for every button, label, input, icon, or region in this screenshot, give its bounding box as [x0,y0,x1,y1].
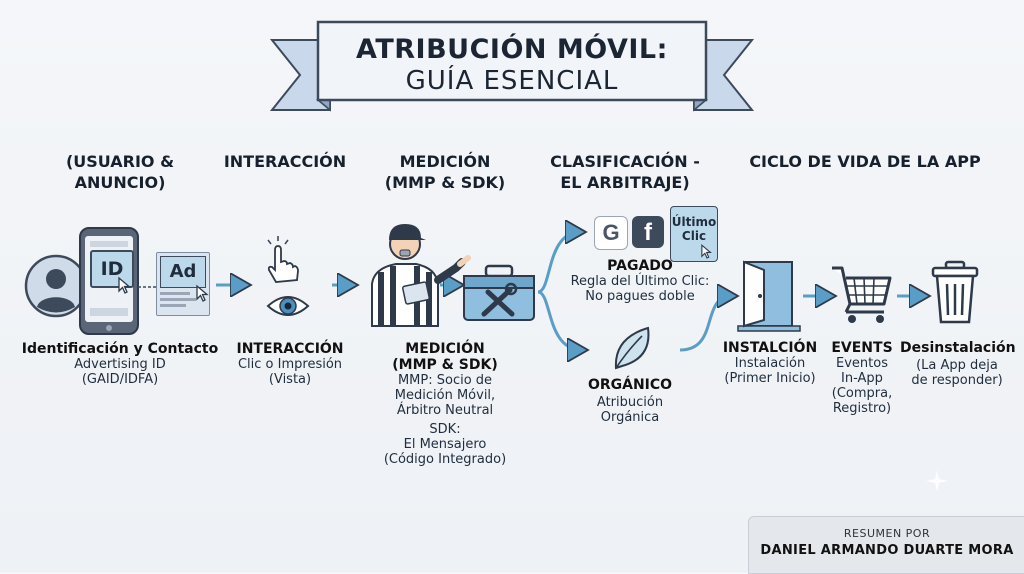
open-door-icon [737,260,801,332]
header-app-lifecycle: CICLO DE VIDA DE LA APP [735,151,995,172]
desc-line: Eventos [836,356,888,371]
header-line: MEDICIÓN [399,152,491,171]
header-line: CICLO DE VIDA DE LA APP [749,152,981,171]
title-banner [269,20,755,112]
desc-line: MMP: Socio de [397,373,493,388]
desc-line: (La App deja [916,358,998,373]
tap-hand-icon [267,236,299,283]
referee-icon [371,224,471,327]
header-user-ad: (USUARIO & ANUNCIO) [40,151,200,193]
user-id-title: Identificación y Contacto [21,341,219,357]
measurement-title: (MMP & SDK) [392,357,498,373]
desc-line: El Mensajero [403,437,487,452]
facebook-icon: f [632,216,664,248]
last-click-text: Último [671,215,717,229]
shopping-cart-icon [832,266,892,323]
cursor-icon [701,243,712,259]
desc-line: Atribución [596,395,664,410]
desc-line: Árbitro Neutral [396,403,494,418]
desc-line: In-App [841,371,883,386]
desc-line: Advertising ID [74,357,166,372]
user-avatar-icon [24,254,88,318]
banner-title: ATRIBUCIÓN MÓVIL: [356,34,668,65]
header-classification: CLASIFICACIÓN - EL ARBITRAJE) [545,151,705,193]
uninstall-title: Desinstalación [900,340,1016,356]
desc-line: No pagues doble [585,289,695,304]
header-line: EL ARBITRAJE) [560,173,690,192]
paid-description: PAGADO Regla del Último Clic: No pagues … [555,258,725,304]
ad-label: Ad [160,256,206,288]
google-icon: G [594,216,628,250]
measurement-title: MEDICIÓN [405,341,485,357]
organic-title: ORGÁNICO [587,377,673,393]
desc-line: Orgánica [600,410,660,425]
header-line: (USUARIO & [65,152,175,171]
desc-line: SDK: [429,422,461,437]
desc-line: (GAID/IDFA) [81,372,159,387]
summary-label: RESUMEN POR [843,527,931,540]
header-line: (MMP & SDK) [384,173,506,192]
install-description: INSTALCIÓN Instalación (Primer Inicio) [715,340,825,386]
id-card-icon: ID [90,250,134,288]
last-click-text: Clic [681,229,707,243]
summary-box: RESUMEN POR DANIEL ARMANDO DUARTE MORA [748,516,1024,574]
summary-author: DANIEL ARMANDO DUARTE MORA [760,543,1014,558]
header-interaction: INTERACCIÓN [210,151,360,172]
desc-line: (Código Integrado) [383,452,507,467]
banner-subtitle: GUÍA ESENCIAL [405,66,619,96]
measurement-description: MEDICIÓN (MMP & SDK) MMP: Socio de Medic… [370,341,520,467]
toolbox-icon [463,264,535,321]
desc-line: Regla del Último Clic: [570,274,710,289]
trash-can-icon [931,260,979,324]
cursor-icon [196,284,209,302]
uninstall-description: Desinstalación (La App deja de responder… [900,340,1016,388]
header-line: ANUNCIO) [74,173,166,192]
desc-line: Medición Móvil, [394,388,496,403]
desc-line: Registro) [832,401,892,416]
desc-line: (Primer Inicio) [724,371,816,386]
desc-line: de responder) [911,373,1003,388]
desc-line: Clic o Impresión [237,357,343,372]
events-title: EVENTS [831,340,893,356]
paid-title: PAGADO [607,258,673,274]
ad-text-lines-icon [160,292,196,307]
organic-description: ORGÁNICO Atribución Orgánica [570,377,690,425]
last-click-card-icon: Último Clic [670,206,718,262]
interaction-description: INTERACCIÓN Clic o Impresión (Vista) [215,341,365,387]
cursor-icon [118,276,131,294]
dashed-connector-icon [138,286,158,288]
header-measurement: MEDICIÓN (MMP & SDK) [375,151,515,193]
install-title: INSTALCIÓN [722,340,818,356]
sparkle-icon [926,470,948,492]
leaf-icon [614,326,650,370]
events-description: EVENTS Eventos In-App (Compra, Registro) [820,340,904,416]
eye-icon [266,296,310,316]
user-id-description: Identificación y Contacto Advertising ID… [10,341,230,387]
desc-line: Instalación [734,356,806,371]
header-line: INTERACCIÓN [223,152,347,171]
desc-line: (Vista) [268,372,312,387]
desc-line: (Compra, [831,386,893,401]
header-line: CLASIFICACIÓN - [550,152,700,171]
interaction-title: INTERACCIÓN [236,341,344,357]
